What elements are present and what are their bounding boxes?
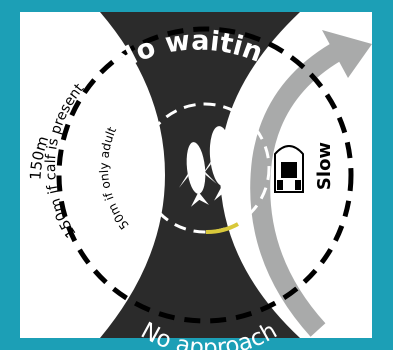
boat-icon [275, 146, 303, 192]
boat-speed-label: Slow [314, 142, 335, 190]
inner-ring-label: 50m [146, 152, 162, 183]
